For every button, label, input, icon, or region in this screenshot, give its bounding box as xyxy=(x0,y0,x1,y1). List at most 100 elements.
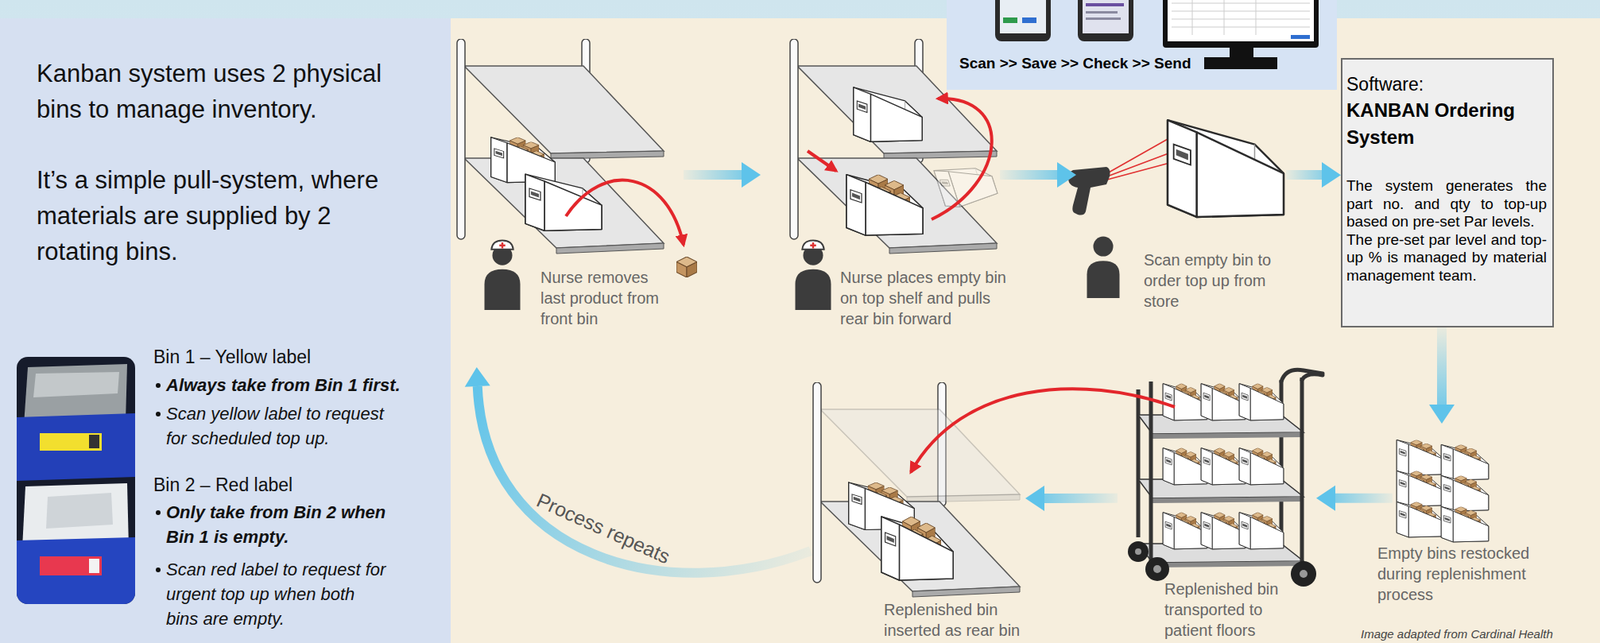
cart-post xyxy=(1279,379,1284,549)
screen-button xyxy=(1290,34,1310,39)
full-bin xyxy=(1396,439,1445,475)
motion-arrow xyxy=(910,388,1175,473)
flow-arrow xyxy=(1429,327,1455,424)
box-body: The pre-set par level and top-up % is ma… xyxy=(1346,231,1547,286)
photo-bags xyxy=(23,364,128,426)
empty-bin xyxy=(1167,120,1284,217)
nurse-icon xyxy=(484,240,521,311)
full-bin xyxy=(1239,512,1284,550)
phone-button xyxy=(1003,17,1018,24)
flow-arrow xyxy=(999,162,1077,188)
cart-shelf xyxy=(1138,414,1304,434)
box-heading: Software: xyxy=(1346,73,1547,96)
step-caption: Scan empty bin to order top up from stor… xyxy=(1143,249,1287,312)
flow-arrow xyxy=(1286,162,1341,188)
step-caption: Replenished bin inserted as rear bin xyxy=(883,599,1031,641)
shelf-unit xyxy=(790,38,997,254)
process-step: Replenished bin inserted as rear bin xyxy=(810,382,1026,636)
step-caption: Empty bins restocked during replenishmen… xyxy=(1377,542,1549,605)
intro-text: Kanban system uses 2 physical bins to ma… xyxy=(36,55,411,128)
flow-arrow xyxy=(1316,485,1393,512)
edge-label: Process repeats xyxy=(533,488,675,568)
nurse-icon xyxy=(795,240,832,311)
full-bin xyxy=(1441,444,1489,480)
photo-bags xyxy=(22,483,129,549)
full-bin xyxy=(1162,448,1208,485)
cart-wheel xyxy=(1290,561,1317,587)
bullet-text: Scan yellow label to request for schedul… xyxy=(166,401,389,451)
motion-arrow xyxy=(565,180,684,245)
process-step: Empty bins restocked during replenishmen… xyxy=(1392,423,1558,620)
motion-arrow xyxy=(931,98,992,220)
arrow-head xyxy=(1025,485,1045,512)
full-bin xyxy=(1200,512,1246,550)
arrow-shaft xyxy=(1335,493,1393,504)
arrow-head xyxy=(464,367,491,388)
bin-heading: Bin 1 – Yellow label xyxy=(153,344,311,370)
full-bin xyxy=(846,174,923,236)
arrow-shaft xyxy=(683,170,742,180)
cart-post xyxy=(1136,389,1141,538)
step-caption: Replenished bin transported to patient f… xyxy=(1164,578,1296,641)
bullet-text: Scan red label to request for urgent top… xyxy=(166,557,389,632)
full-bin xyxy=(1441,475,1489,511)
wheel-hub xyxy=(1153,565,1162,574)
arrow-head xyxy=(1429,404,1455,424)
motion-arrow xyxy=(807,151,837,171)
arrow-shaft xyxy=(1286,170,1322,180)
wheel-hub xyxy=(1299,569,1308,578)
photo-bags xyxy=(33,371,120,398)
full-bin xyxy=(1239,383,1284,421)
software-box: Software:KANBAN Ordering SystemThe syste… xyxy=(1340,58,1554,328)
monitor-base xyxy=(1204,57,1278,70)
phone-screen xyxy=(999,0,1047,34)
phone-button xyxy=(1022,17,1037,24)
monitor xyxy=(1162,0,1319,48)
box-title: KANBAN Ordering System xyxy=(1346,96,1547,152)
flow-arrow xyxy=(683,162,761,188)
product-box xyxy=(676,256,698,278)
full-bin xyxy=(1396,501,1445,537)
full-bin xyxy=(1162,512,1208,550)
arrow-head xyxy=(1057,162,1077,188)
scan-beam xyxy=(1107,128,1188,180)
flow-arrow xyxy=(1025,485,1118,512)
step-caption: Nurse removes last product from front bi… xyxy=(540,267,672,330)
box-body: The system generates the part no. and qt… xyxy=(1346,177,1547,232)
intro-text: It’s a simple pull-system, where materia… xyxy=(36,162,411,270)
phone-screen xyxy=(1082,0,1129,34)
arrow-head xyxy=(741,162,761,188)
barcode-scanner xyxy=(1068,166,1111,216)
arrow-head xyxy=(1321,162,1341,188)
screen-line xyxy=(1085,17,1121,20)
phone xyxy=(995,0,1051,42)
full-bin xyxy=(1239,448,1284,485)
photo-bin-front xyxy=(16,537,136,605)
label-code xyxy=(89,558,100,574)
scan-panel: Scan >> Save >> Check >> Send xyxy=(946,0,1337,90)
bullet-dot xyxy=(155,383,161,388)
photo-back xyxy=(16,356,136,605)
process-step: Nurse removes last product from front bi… xyxy=(456,38,684,368)
bullet-text: Always take from Bin 1 first. xyxy=(166,372,429,398)
cart-shelf xyxy=(1138,543,1304,563)
wheel-hub xyxy=(1135,548,1142,555)
cart-wheel xyxy=(1127,541,1149,562)
full-bin xyxy=(848,482,915,531)
shelf-unit xyxy=(813,382,1020,597)
bullet-dot xyxy=(155,510,161,516)
flow-arrow xyxy=(464,367,811,574)
cart-post xyxy=(1300,377,1305,568)
image-credit: Image adapted from Cardinal Health xyxy=(1360,627,1554,641)
bin-photo xyxy=(16,356,136,605)
cart-handle xyxy=(1281,369,1323,382)
step-text: Scan >> Save >> Check >> Send xyxy=(959,54,1192,74)
full-bin xyxy=(1396,470,1445,506)
screen-line xyxy=(1085,3,1124,7)
phone xyxy=(1077,0,1134,42)
cart-shelf-edge xyxy=(1152,496,1304,504)
process-step: Replenished bin transported to patient f… xyxy=(1117,375,1317,640)
ghost-bin xyxy=(933,154,998,211)
bullet-dot xyxy=(155,567,161,573)
photo-bin-front xyxy=(16,413,136,481)
